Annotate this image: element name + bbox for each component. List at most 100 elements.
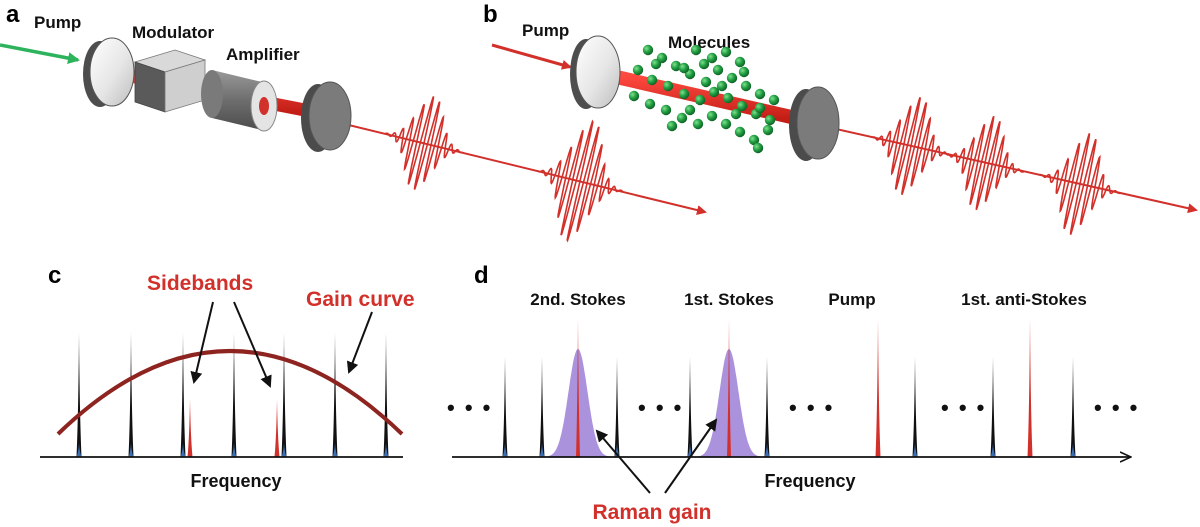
sideband-arrow-left [190,301,214,384]
comb-line [502,357,508,457]
sidebands-label: Sidebands [147,272,253,295]
molecule [690,44,702,56]
comb-line [539,357,545,457]
input-mirror-a [83,37,135,107]
molecule [642,44,654,56]
pulse-b-3 [1039,133,1121,235]
molecule [678,88,690,100]
label-1st-anti-stokes: 1st. anti-Stokes [961,290,1087,309]
molecule [716,80,728,92]
line-pump [875,319,881,457]
raman-gain-arrow-left [595,429,651,494]
frequency-label-c: Frequency [190,471,281,491]
comb-line-base [502,443,508,457]
molecule [666,120,678,132]
comb-line-base [383,443,389,457]
output-mirror-a [301,81,352,152]
panel-d-letter: d [474,262,489,289]
molecule [660,104,672,116]
molecule [678,62,690,74]
molecule [726,72,738,84]
molecule [700,76,712,88]
ellipsis-3: • • • [789,395,834,420]
molecule [734,126,746,138]
ellipsis-2: • • • [638,395,683,420]
panel-a: a Pump Modulator Amplifier [0,1,707,243]
output-beam-a [319,117,707,215]
comb-line-base [231,443,237,457]
comb-line [231,333,237,457]
modulator-label: Modulator [132,23,215,42]
panel-d: d 2nd. Stokes 1st. Stokes Pump 1st. anti… [447,262,1137,524]
comb-line [990,357,996,457]
frequency-label-d: Frequency [764,471,855,491]
panel-c: c Sidebands Gain curve Frequency [40,262,415,491]
molecule [644,98,656,110]
comb-line [1070,357,1076,457]
comb-line-base [912,443,918,457]
molecules-label: Molecules [668,33,750,52]
molecule-cloud [628,44,780,154]
molecule [650,58,662,70]
molecule [692,118,704,130]
line-1st-anti-stokes [1027,319,1033,457]
sideband-arrow-right [233,301,272,388]
molecule [720,118,732,130]
gain-curve-label: Gain curve [306,288,415,311]
ellipsis-1: • • • [447,395,492,420]
molecule [670,60,682,72]
label-1st-stokes: 1st. Stokes [684,290,774,309]
output-mirror-b [789,86,840,161]
comb-line [912,357,918,457]
molecule [754,102,766,114]
label-2nd-stokes: 2nd. Stokes [530,290,625,309]
molecule [748,134,760,146]
comb-line [764,357,770,457]
ellipsis-4: • • • [941,395,986,420]
comb-line [128,333,134,457]
pump-arrow-a [0,43,80,65]
molecule [662,80,674,92]
molecule [720,46,732,58]
pump-arrow-b [491,43,572,70]
cavity-beam-b [605,69,807,126]
molecule [698,58,710,70]
molecule [752,142,764,154]
molecule [740,80,752,92]
pump-label-a: Pump [34,13,81,32]
molecule [738,66,750,78]
label-pump: Pump [828,290,875,309]
line-2nd-stokes [576,319,580,457]
raman-gain-arrow-right [664,418,718,494]
comb-line [76,333,82,457]
comb-lines-d [502,319,1076,457]
molecule [628,90,640,102]
molecule [712,64,724,76]
comb-line [614,357,620,457]
comb-line [383,333,389,457]
pulse-b-1 [872,97,950,195]
molecule [768,94,780,106]
sideband-line-left [187,399,193,457]
comb-line-base [687,443,693,457]
molecule [706,110,718,122]
amplifier-label: Amplifier [226,45,300,64]
line-1st-stokes [727,319,731,457]
pump-label-b: Pump [522,21,569,40]
pulse-b-2 [946,115,1024,211]
comb-line [281,333,287,457]
input-mirror-b [570,35,621,109]
panel-b: b Pump Molecules [483,1,1198,235]
molecule [736,100,748,112]
pulse-a-1 [385,96,463,190]
sideband-line-right [274,399,280,457]
molecule [694,94,706,106]
comb-line-base [128,443,134,457]
comb-line-base [539,443,545,457]
comb-line [332,333,338,457]
molecule [722,92,734,104]
comb-line [180,333,186,457]
raman-gain-label: Raman gain [592,501,711,524]
molecule [706,52,718,64]
